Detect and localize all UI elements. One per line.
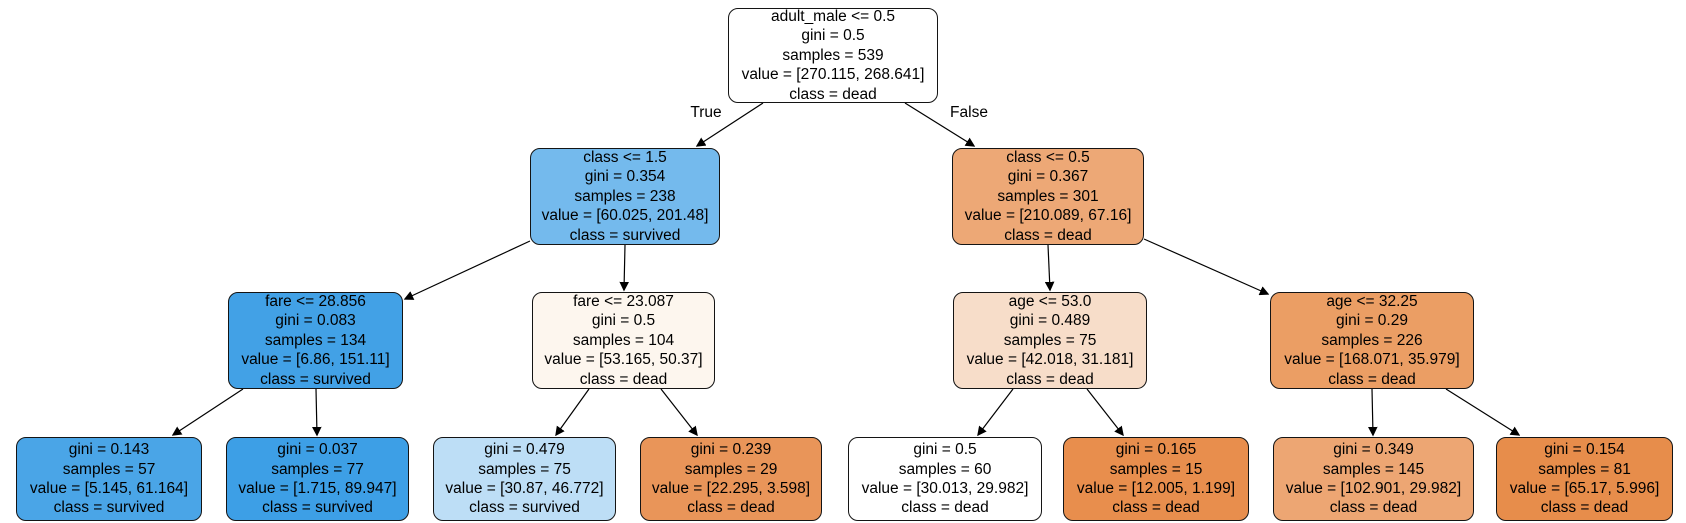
node-samples: samples = 60 — [898, 460, 992, 478]
tree-leaf-2: gini = 0.037 samples = 77 value = [1.715… — [226, 437, 409, 521]
edge-age32-left — [1368, 388, 1378, 437]
tree-leaf-1: gini = 0.143 samples = 57 value = [5.145… — [16, 437, 202, 521]
node-class: class = dead — [1540, 499, 1629, 517]
tree-node-class-0-5: class <= 0.5 gini = 0.367 samples = 301 … — [952, 148, 1144, 245]
node-samples: samples = 238 — [574, 187, 676, 205]
edge-age32-right — [1445, 388, 1521, 436]
edge-root-true — [695, 102, 764, 147]
node-value: value = [42.018, 31.181] — [966, 351, 1134, 369]
node-gini: gini = 0.29 — [1336, 312, 1408, 330]
edge-class05-left — [1044, 244, 1055, 292]
node-value: value = [102.901, 29.982] — [1285, 480, 1462, 497]
edge-age53-right — [1086, 388, 1124, 437]
node-samples: samples = 301 — [997, 187, 1099, 205]
node-samples: samples = 104 — [572, 331, 675, 349]
node-class: class = dead — [687, 499, 775, 517]
node-value: value = [270.115, 268.641] — [741, 66, 925, 84]
edge-fare23-left — [555, 388, 590, 437]
node-gini: gini = 0.354 — [584, 168, 666, 186]
node-class: class = survived — [469, 499, 580, 517]
node-condition: class <= 0.5 — [1006, 148, 1090, 166]
node-samples: samples = 226 — [1321, 331, 1423, 349]
edge-class05-right — [1143, 238, 1270, 296]
node-value: value = [30.013, 29.982] — [861, 480, 1029, 497]
node-condition: adult_male <= 0.5 — [770, 8, 896, 25]
node-gini: gini = 0.037 — [277, 441, 358, 459]
node-gini: gini = 0.489 — [1009, 312, 1091, 330]
node-class: class = survived — [53, 499, 165, 517]
edge-fare28-right — [312, 388, 322, 437]
node-value: value = [1.715, 89.947] — [238, 480, 397, 497]
node-value: value = [6.86, 151.11] — [241, 351, 390, 369]
node-class: class = dead — [1006, 370, 1094, 388]
node-gini: gini = 0.239 — [690, 441, 772, 459]
tree-node-fare-28-856: fare <= 28.856 gini = 0.083 samples = 13… — [228, 292, 403, 389]
node-value: value = [65.17, 5.996] — [1509, 480, 1660, 497]
node-value: value = [60.025, 201.48] — [541, 207, 709, 225]
node-samples: samples = 57 — [62, 460, 156, 478]
tree-node-age-53-0: age <= 53.0 gini = 0.489 samples = 75 va… — [953, 292, 1147, 389]
node-class: class = dead — [1329, 499, 1418, 517]
node-value: value = [22.295, 3.598] — [651, 480, 811, 497]
node-value: value = [30.87, 46.772] — [445, 480, 604, 497]
node-class: class = survived — [260, 370, 371, 388]
node-class: class = dead — [579, 370, 668, 388]
edge-root-false — [904, 102, 976, 147]
node-samples: samples = 145 — [1322, 460, 1425, 478]
node-gini: gini = 0.5 — [801, 27, 865, 45]
node-gini: gini = 0.479 — [484, 441, 565, 459]
node-gini: gini = 0.143 — [68, 441, 150, 459]
node-gini: gini = 0.083 — [275, 312, 356, 330]
tree-leaf-6: gini = 0.165 samples = 15 value = [12.00… — [1063, 437, 1249, 521]
node-value: value = [5.145, 61.164] — [29, 480, 189, 497]
tree-node-class-1-5: class <= 1.5 gini = 0.354 samples = 238 … — [530, 148, 720, 245]
edge-class15-right — [619, 244, 629, 292]
node-samples: samples = 75 — [1003, 331, 1097, 349]
node-samples: samples = 15 — [1109, 460, 1203, 478]
node-samples: samples = 81 — [1538, 460, 1631, 478]
node-value: value = [168.071, 35.979] — [1284, 351, 1460, 369]
node-gini: gini = 0.154 — [1544, 441, 1625, 459]
node-class: class = dead — [901, 499, 989, 517]
node-class: class = survived — [262, 499, 373, 517]
node-condition: age <= 32.25 — [1326, 292, 1418, 310]
node-samples: samples = 75 — [478, 460, 571, 478]
node-class: class = dead — [1004, 226, 1092, 244]
tree-leaf-7: gini = 0.349 samples = 145 value = [102.… — [1273, 437, 1474, 521]
edge-class15-left — [403, 240, 531, 300]
tree-node-age-32-25: age <= 32.25 gini = 0.29 samples = 226 v… — [1270, 292, 1474, 389]
node-gini: gini = 0.349 — [1333, 441, 1414, 459]
node-condition: age <= 53.0 — [1008, 292, 1092, 310]
edge-label-true: True — [690, 104, 722, 121]
node-gini: gini = 0.5 — [913, 441, 977, 459]
tree-node-fare-23-087: fare <= 23.087 gini = 0.5 samples = 104 … — [532, 292, 715, 389]
node-gini: gini = 0.367 — [1007, 168, 1089, 186]
node-samples: samples = 539 — [782, 46, 884, 64]
node-gini: gini = 0.5 — [591, 312, 656, 330]
edge-fare28-left — [171, 388, 244, 436]
tree-leaf-5: gini = 0.5 samples = 60 value = [30.013,… — [848, 437, 1042, 521]
edge-label-false: False — [950, 104, 988, 121]
node-class: class = dead — [1112, 499, 1200, 517]
node-condition: class <= 1.5 — [583, 148, 667, 166]
node-samples: samples = 77 — [271, 460, 364, 478]
node-samples: samples = 134 — [264, 331, 367, 349]
tree-leaf-4: gini = 0.239 samples = 29 value = [22.29… — [640, 437, 822, 521]
node-samples: samples = 29 — [684, 460, 778, 478]
edge-fare23-right — [660, 388, 698, 437]
node-class: class = dead — [789, 85, 877, 103]
node-class: class = dead — [1328, 370, 1416, 388]
node-condition: fare <= 23.087 — [573, 292, 674, 310]
node-value: value = [53.165, 50.37] — [544, 351, 703, 369]
tree-leaf-8: gini = 0.154 samples = 81 value = [65.17… — [1496, 437, 1673, 521]
edge-age53-left — [977, 388, 1014, 437]
node-value: value = [12.005, 1.199] — [1076, 480, 1236, 497]
tree-node-root: adult_male <= 0.5 gini = 0.5 samples = 5… — [728, 8, 938, 103]
node-condition: fare <= 28.856 — [265, 292, 366, 310]
node-gini: gini = 0.165 — [1115, 441, 1197, 459]
node-class: class = survived — [569, 226, 681, 244]
node-value: value = [210.089, 67.16] — [964, 207, 1132, 225]
tree-leaf-3: gini = 0.479 samples = 75 value = [30.87… — [433, 437, 616, 521]
